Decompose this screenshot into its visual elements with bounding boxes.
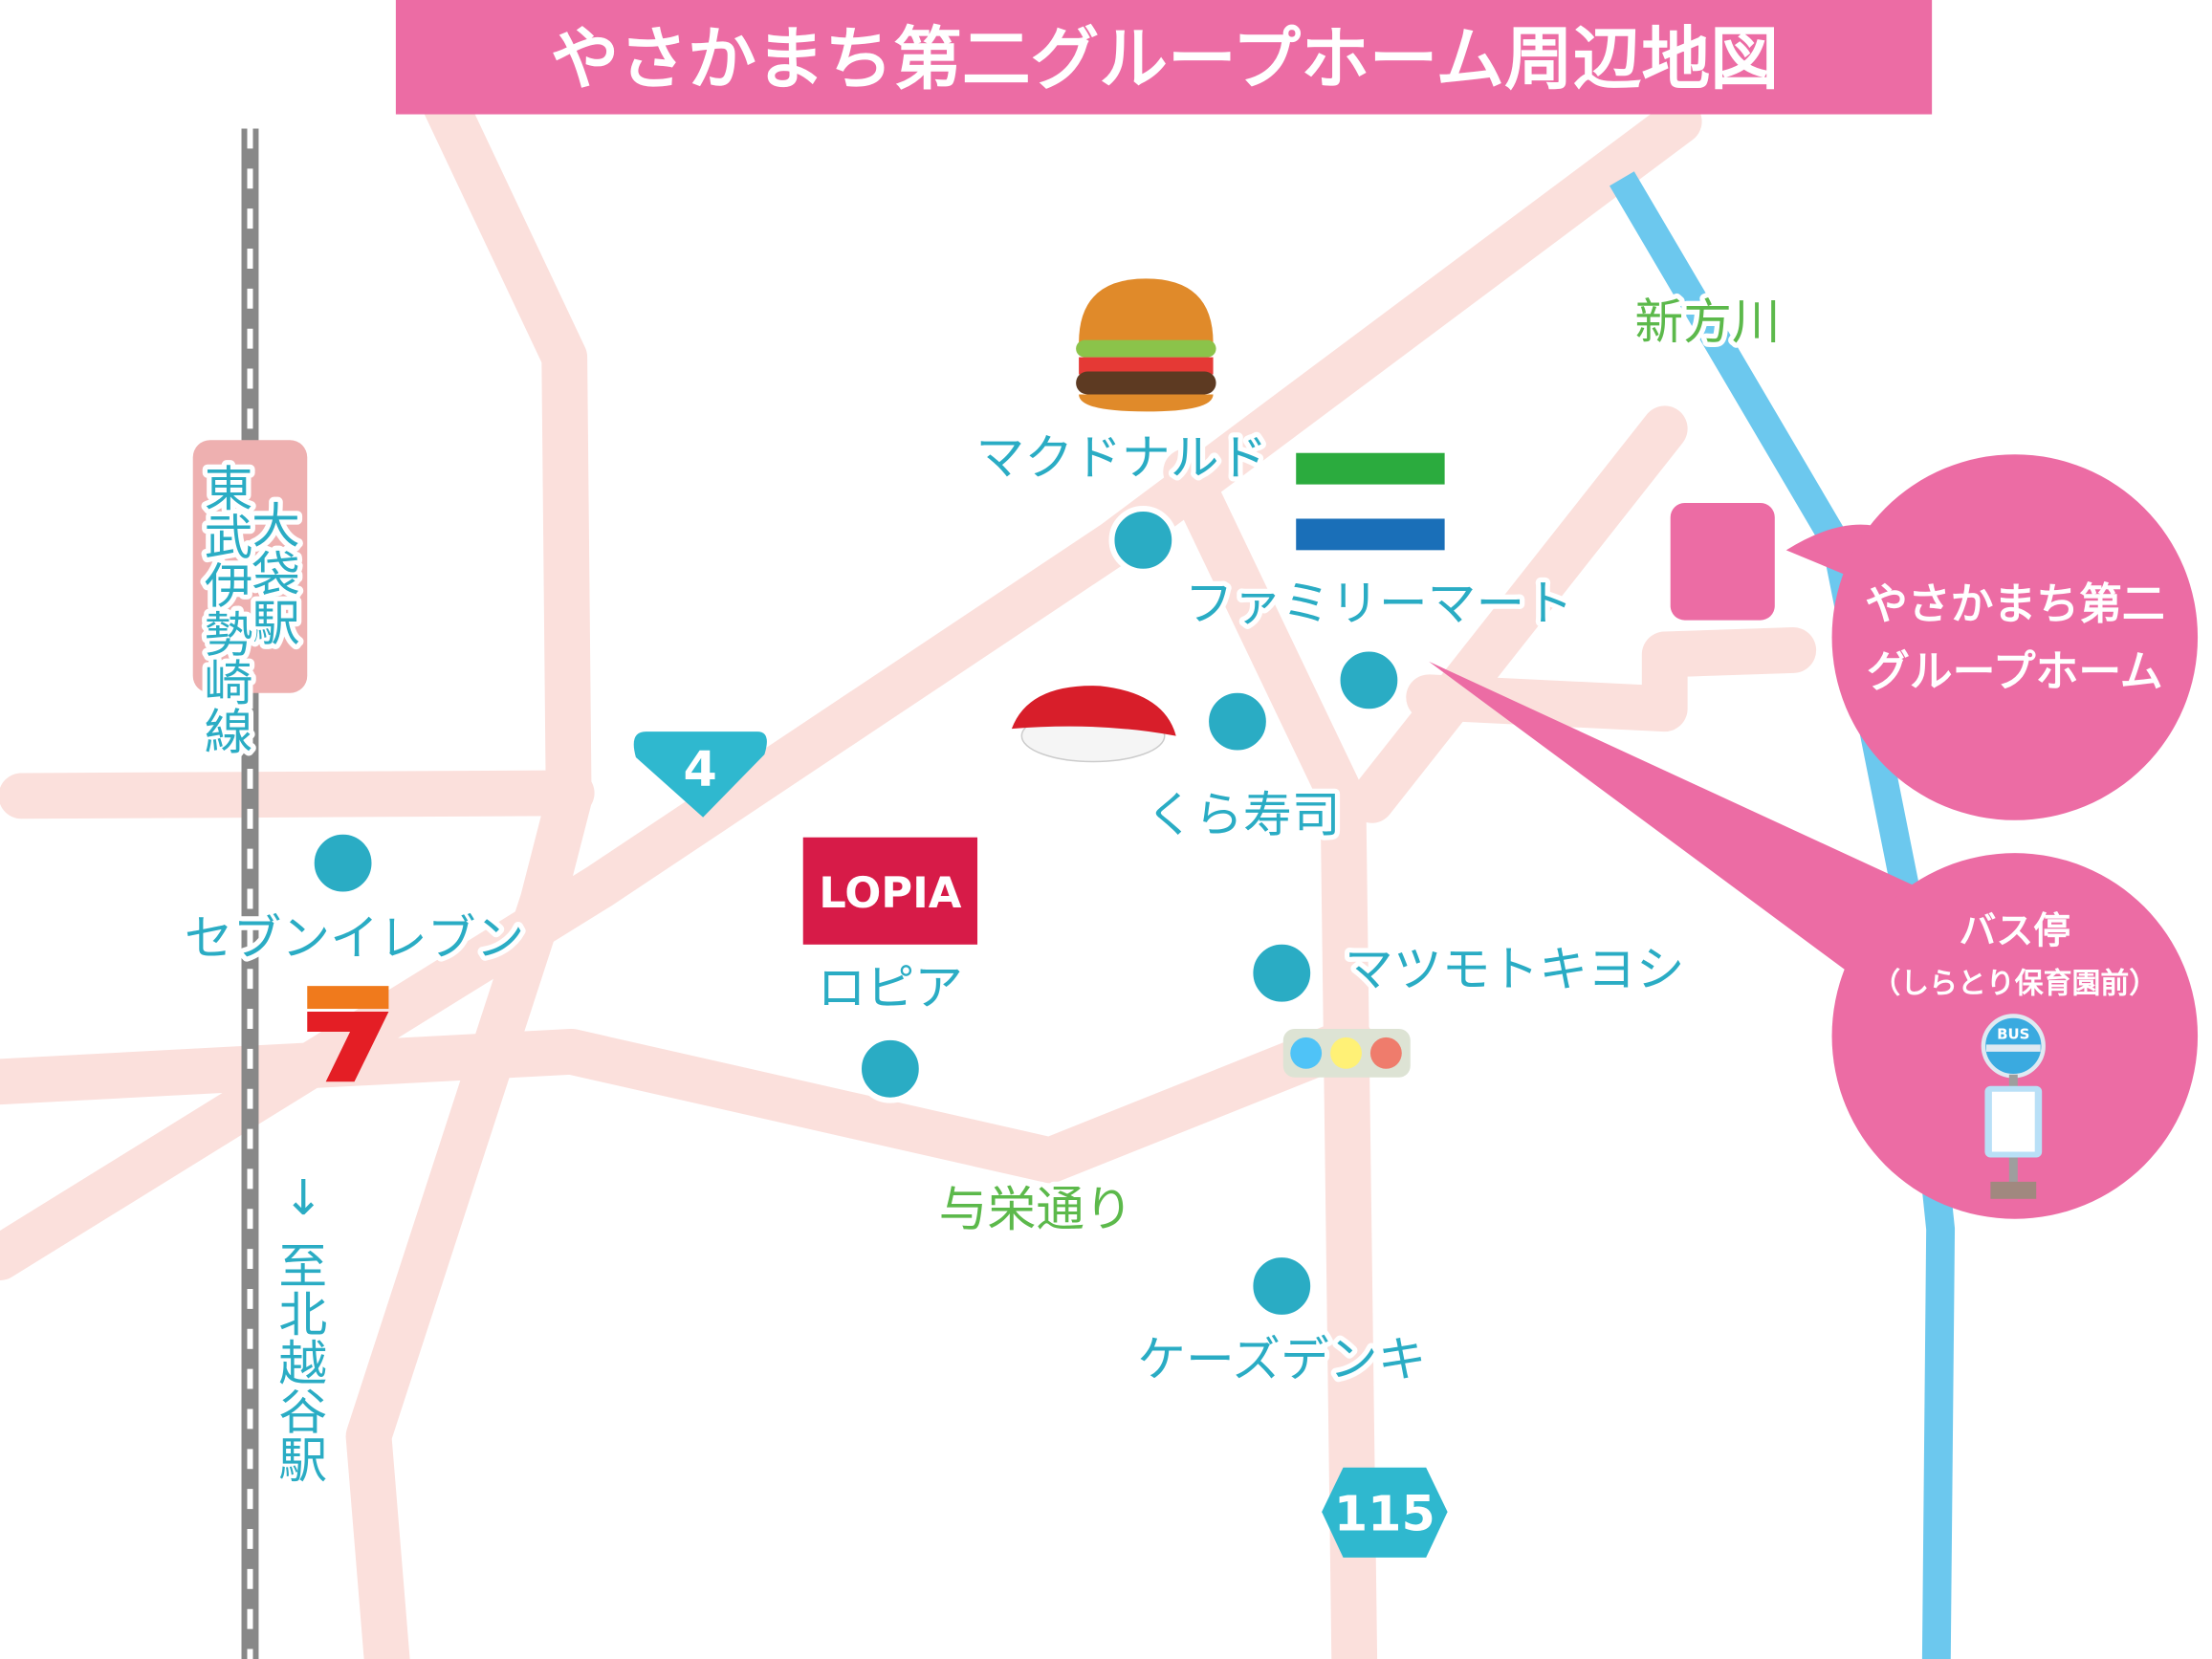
marker-kurazushi[interactable] <box>1203 687 1272 756</box>
marker-lopia[interactable] <box>856 1034 925 1103</box>
label-familymart: ファミリーマート <box>1185 576 1573 632</box>
label-kurazushi: くら寿司 <box>1146 787 1340 843</box>
marker-matsukiyo[interactable] <box>1247 938 1317 1008</box>
home-marker[interactable] <box>1670 503 1775 621</box>
marker-mcdonalds[interactable] <box>1108 506 1178 575</box>
marker-ksdenki[interactable] <box>1247 1252 1317 1321</box>
home-bubble: やさかまち第二 グループホーム <box>1785 454 2199 820</box>
svg-text:グループホーム: グループホーム <box>1867 645 2163 696</box>
svg-text:LOPIA: LOPIA <box>819 867 962 918</box>
label-ksdenki: ケーズデンキ <box>1137 1331 1426 1387</box>
marker-familymart[interactable] <box>1334 645 1404 715</box>
road <box>345 76 592 1659</box>
bus-stop-icon: BUS <box>1981 1014 2046 1199</box>
road <box>1163 448 1378 1659</box>
label-matsukiyo: マツモトキヨシ <box>1345 941 1685 997</box>
station-line: 東武伊勢崎線 <box>196 463 252 754</box>
seven-eleven-logo <box>307 986 389 1082</box>
title-bar <box>395 0 1933 115</box>
hamburger-icon <box>1076 278 1216 412</box>
station-name: 大袋駅 <box>243 500 299 645</box>
place-markers[interactable] <box>308 506 1404 1321</box>
svg-text:やさかまち第二: やさかまち第二 <box>1865 578 2165 629</box>
road <box>1406 627 1817 732</box>
lopia-logo: LOPIA <box>802 837 978 945</box>
label-lopia: ロピア <box>818 960 963 1016</box>
svg-text:115: 115 <box>1334 1486 1435 1542</box>
svg-text:（しらとり保育園前）: （しらとり保育園前） <box>1872 968 2157 1001</box>
river-label: 新方川 <box>1634 294 1780 350</box>
road <box>1348 405 1688 823</box>
route-115-sign: 115 <box>1322 1467 1448 1558</box>
marker-seven-eleven[interactable] <box>308 828 378 898</box>
label-seven-eleven: セブンイレブン <box>185 909 525 966</box>
road <box>0 1017 1373 1184</box>
svg-text:4: 4 <box>683 741 716 797</box>
bus-stop-bubble: バス停 （しらとり保育園前） BUS <box>1429 661 2199 1219</box>
direction-text: 至北越谷駅 <box>271 1240 327 1483</box>
direction-arrow: ↓ <box>283 1169 324 1226</box>
route-4-sign: 4 <box>633 731 767 818</box>
sushi-icon <box>1011 686 1176 763</box>
familymart-stripes-icon <box>1296 452 1445 551</box>
map-title: やさかまち第二グループホーム周辺地図 <box>551 19 1779 99</box>
svg-text:BUS: BUS <box>1997 1025 2029 1042</box>
street-label: 与栄通り <box>939 1181 1133 1237</box>
station-sign <box>192 440 308 693</box>
road <box>0 770 595 819</box>
roads <box>0 76 1817 1659</box>
traffic-light-icon <box>1282 1028 1411 1078</box>
label-mcdonalds: マクドナルド <box>976 429 1268 486</box>
svg-text:バス停: バス停 <box>1960 909 2071 952</box>
